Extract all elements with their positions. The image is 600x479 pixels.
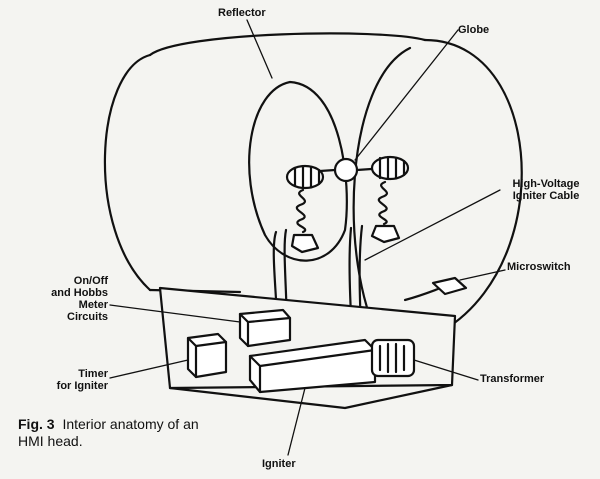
label-transformer: Transformer: [480, 373, 545, 385]
leader-globe: [354, 29, 459, 161]
left-spring: [295, 188, 307, 234]
right-socket: [370, 155, 410, 181]
igniter-box: [248, 338, 377, 394]
housing-top-edge: [148, 32, 427, 57]
label-globe: Globe: [458, 24, 490, 36]
leader-igniter: [287, 387, 306, 456]
label-reflector: Reflector: [218, 7, 266, 19]
label-hv-cable: High-Voltage Igniter Cable: [512, 178, 580, 202]
leader-onoff: [109, 304, 241, 323]
caption-text: Interior anatomy of an: [62, 416, 199, 432]
label-onoff: On/Off and Hobbs Meter Circuits: [51, 275, 108, 323]
left-cone: [290, 233, 320, 254]
caption-text-line2: HMI head.: [18, 433, 83, 449]
timer-box: [186, 332, 228, 379]
caption-figure-number: Fig. 3: [18, 416, 55, 432]
leader-reflector: [246, 19, 273, 79]
microswitch: [431, 276, 468, 296]
label-microswitch: Microswitch: [507, 261, 571, 273]
label-timer: Timer for Igniter: [56, 368, 108, 392]
housing-back-ellipse: [103, 53, 152, 292]
figure-caption: Fig. 3 Interior anatomy of an HMI head.: [18, 416, 199, 450]
globe: [333, 157, 359, 183]
leader-microswitch: [459, 269, 506, 281]
leader-hv-cable: [364, 189, 501, 261]
right-cone: [370, 224, 401, 244]
right-spring: [377, 180, 389, 226]
left-socket: [285, 164, 325, 190]
front-rim-inner: [352, 46, 412, 342]
label-igniter: Igniter: [262, 458, 296, 470]
leader-timer: [109, 359, 189, 379]
reflector: [248, 80, 348, 262]
transformer-box: [370, 338, 416, 378]
leader-transformer: [413, 359, 479, 381]
